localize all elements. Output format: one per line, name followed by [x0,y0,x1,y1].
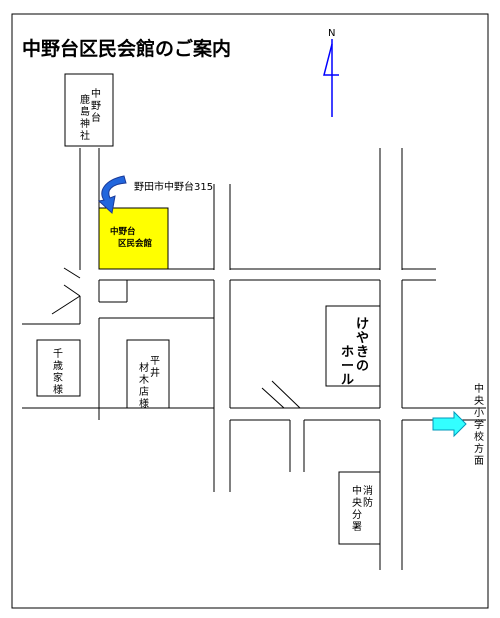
keyaki-hall-label: け や き の ホ ー ル [341,317,369,388]
svg-text:署: 署 [352,521,362,533]
fire-station-building [338,471,381,545]
svg-text:小: 小 [474,407,484,419]
hall-label-line2: 区民会館 [118,238,153,249]
hall-label-line1: 中野台 [110,226,136,237]
shrine-char: 中 [91,87,101,100]
shrine-char: 社 [80,129,90,142]
svg-text:消: 消 [363,484,373,497]
chitose-label: 千 歳 家 様 [53,348,63,396]
svg-text:き: き [356,345,369,360]
svg-text:分: 分 [352,509,362,521]
svg-text:央: 央 [474,394,484,407]
svg-text:面: 面 [474,456,484,467]
shrine-char: 台 [91,111,101,124]
chitose-building [36,339,81,397]
direction-arrow-icon [432,410,467,438]
svg-text:中: 中 [474,382,484,395]
svg-text:防: 防 [363,496,373,509]
svg-text:歳: 歳 [53,360,63,372]
shrine-char: 島 [80,105,90,118]
svg-text:井: 井 [150,366,160,379]
svg-text:様: 様 [139,397,149,410]
svg-text:の: の [356,359,369,374]
svg-text:様: 様 [53,383,63,396]
compass-north-label: N [328,28,335,39]
svg-text:ー: ー [341,359,354,374]
shrine-char: 鹿 [80,93,90,106]
hirai-lumber-label: 平 材 井 木 店 様 [139,356,160,410]
svg-text:ル: ル [341,373,354,388]
svg-text:ホ: ホ [341,345,354,360]
fire-station-label: 消 中 防 央 分 署 [352,484,373,533]
keyaki-hall-building [325,305,381,387]
shrine-char: 野 [91,100,101,112]
community-hall-building [98,207,169,270]
svg-text:央: 央 [352,496,362,509]
north-arrow-icon [323,39,339,117]
svg-text:や: や [356,331,369,346]
shrine-building [64,73,114,147]
school-direction-label: 中 央 小 学 校 方 面 [474,382,484,467]
svg-text:家: 家 [53,371,63,384]
map-title: 中野台区民会館のご案内 [22,37,231,60]
svg-text:平: 平 [150,356,160,367]
svg-text:中: 中 [352,484,362,497]
address-label: 野田市中野台315 [134,180,213,193]
svg-text:木: 木 [139,374,149,386]
svg-text:店: 店 [139,385,149,398]
shrine-label: 中 鹿 野 島 台 神 社 [80,87,101,142]
svg-text:学: 学 [474,418,484,431]
hirai-lumber-building [126,339,170,409]
svg-text:け: け [356,317,369,332]
svg-text:校: 校 [474,430,484,443]
svg-text:千: 千 [53,348,63,360]
shrine-char: 神 [80,117,90,130]
address-pointer-arrow-icon [97,175,127,214]
svg-text:材: 材 [139,361,149,374]
svg-text:方: 方 [474,442,484,455]
